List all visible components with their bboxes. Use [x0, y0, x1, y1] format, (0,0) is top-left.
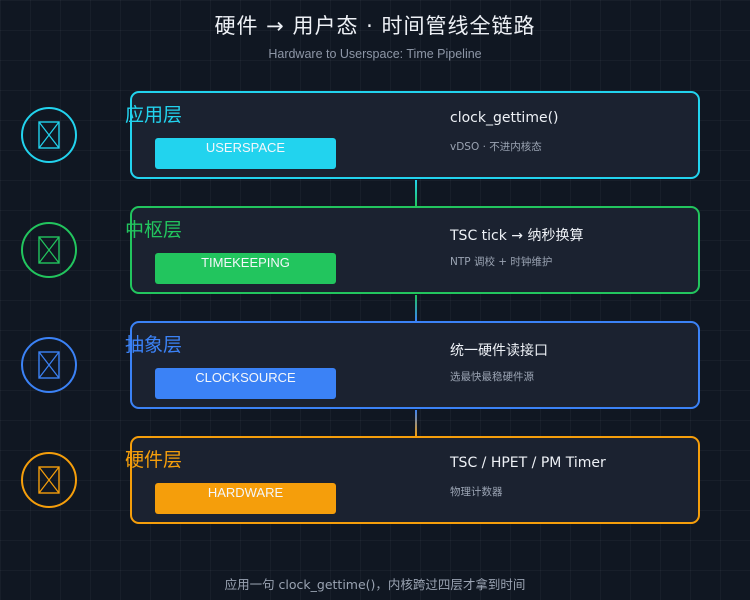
layer-main-text: TSC / HPET / PM Timer [450, 455, 606, 471]
layer-icon-circle [21, 337, 77, 393]
layer-main-text: TSC tick → 纳秒换算 [450, 228, 584, 244]
footer-note: 应用一句 clock_gettime()，内核跨过四层才拿到时间 [224, 577, 526, 592]
layer-name: 中枢层 [125, 219, 183, 241]
page-subtitle: Hardware to Userspace: Time Pipeline [268, 47, 482, 61]
layer-sub-text: 物理计数器 [450, 486, 503, 498]
layer-tag: HARDWARE [155, 483, 336, 514]
layer-icon-circle [21, 452, 77, 508]
layer-icon-circle [21, 107, 77, 163]
layer-main-text: clock_gettime() [450, 110, 559, 126]
layer-name: 硬件层 [125, 449, 183, 471]
connector-line [415, 410, 417, 436]
placeholder-icon [38, 236, 60, 264]
placeholder-icon [38, 466, 60, 494]
layer-icon-circle [21, 222, 77, 278]
layer-main-text: 统一硬件读接口 [450, 343, 548, 359]
connector-line [415, 295, 417, 321]
placeholder-icon [38, 121, 60, 149]
page-title: 硬件 → 用户态 · 时间管线全链路 [214, 14, 536, 38]
layer-tag: USERSPACE [155, 138, 336, 169]
layer-name: 抽象层 [125, 334, 183, 356]
placeholder-icon [38, 351, 60, 379]
layer-tag: CLOCKSOURCE [155, 368, 336, 399]
layer-sub-text: NTP 调校 + 时钟维护 [450, 256, 553, 268]
connector-line [415, 180, 417, 206]
layer-name: 应用层 [125, 104, 183, 126]
layer-sub-text: vDSO · 不进内核态 [450, 141, 542, 153]
layer-tag: TIMEKEEPING [155, 253, 336, 284]
layer-sub-text: 选最快最稳硬件源 [450, 371, 534, 383]
